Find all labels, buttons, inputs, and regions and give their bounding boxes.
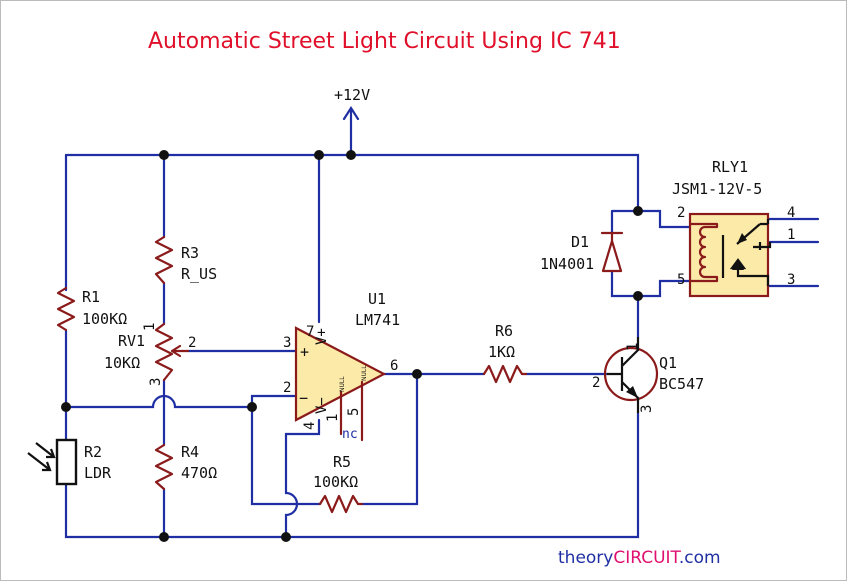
r2-value: LDR [84, 464, 112, 482]
r1-ref: R1 [82, 288, 100, 306]
transistor-q1: 1 2 3 Q1 BC547 [592, 337, 704, 413]
rv1-pin-1: 1 [142, 323, 158, 331]
relay-pin-2: 2 [677, 205, 685, 221]
brand-prefix: theory [558, 548, 613, 568]
r1-value: 100KΩ [82, 310, 127, 328]
junction-dots [61, 150, 643, 542]
r6-value: 1KΩ [488, 343, 515, 361]
u1-minus-sign: − [299, 389, 308, 407]
ldr-r2: R2 LDR [27, 438, 112, 486]
brand-watermark: theoryCIRCUIT.com [558, 548, 721, 568]
u1-vminus-label: V− [314, 397, 330, 414]
r5-value: 100KΩ [313, 473, 358, 491]
rv1-pin-2: 2 [188, 335, 196, 351]
u1-null-2: NULL [361, 365, 368, 381]
resistor-r1: R1 100KΩ [56, 286, 127, 332]
r5-ref: R5 [333, 453, 351, 471]
nc-label: nc [342, 427, 358, 442]
r4-value: 470Ω [181, 464, 217, 482]
u1-pin-6: 6 [390, 358, 398, 374]
diagram-title: Automatic Street Light Circuit Using IC … [148, 29, 621, 54]
resistor-r3: R3 R_US [154, 235, 217, 285]
relay-rly1: 2 5 4 1 3 RLY1 JSM1-12V-5 [672, 158, 795, 298]
relay-value: JSM1-12V-5 [672, 180, 762, 198]
u1-pin-3: 3 [283, 335, 291, 351]
u1-pin-7: 7 [306, 324, 314, 340]
resistor-r5: R5 100KΩ [313, 453, 364, 514]
relay-pin-5: 5 [677, 272, 685, 288]
rv1-value: 10KΩ [104, 354, 140, 372]
r3-ref: R3 [181, 244, 199, 262]
relay-pin-4: 4 [787, 205, 795, 221]
u1-null-1: NULL [339, 376, 346, 392]
opamp-u1: + − V+ V− NULL NULL 3 2 7 4 6 1 5 nc U1 … [283, 290, 400, 442]
q1-pin-1: 1 [625, 343, 641, 351]
wires [64, 105, 820, 539]
relay-ref: RLY1 [712, 158, 748, 176]
u1-ref: U1 [368, 290, 386, 308]
relay-pin-1: 1 [787, 227, 795, 243]
q1-pin-2: 2 [592, 375, 600, 391]
u1-plus-sign: + [300, 343, 309, 361]
r6-ref: R6 [495, 322, 513, 340]
q1-ref: Q1 [659, 354, 677, 372]
u1-pin-5: 5 [346, 408, 362, 416]
d1-value: 1N4001 [540, 255, 594, 273]
d1-ref: D1 [571, 233, 589, 251]
diode-d1: D1 1N4001 [540, 231, 624, 273]
u1-pin-1: 1 [325, 414, 341, 422]
rv1-ref: RV1 [118, 332, 145, 350]
q1-value: BC547 [659, 375, 704, 393]
u1-value: LM741 [355, 311, 400, 329]
resistor-r4: R4 470Ω [154, 443, 217, 491]
r4-ref: R4 [181, 443, 199, 461]
relay-pin-3: 3 [787, 272, 795, 288]
r2-ref: R2 [84, 443, 102, 461]
resistor-r6: R6 1KΩ [482, 322, 528, 384]
u1-pin-2: 2 [283, 380, 291, 396]
rv1-pin-3: 3 [148, 378, 164, 386]
brand-suffix: .com [679, 548, 721, 568]
brand-mid: CIRCUIT [613, 548, 681, 568]
supply-label: +12V [334, 86, 370, 104]
r3-value: R_US [181, 265, 217, 283]
u1-pin-4: 4 [302, 422, 318, 430]
u1-vplus-label: V+ [314, 328, 330, 345]
q1-pin-3: 3 [639, 405, 655, 413]
potentiometer-rv1: 1 2 3 RV1 10KΩ [104, 323, 196, 386]
